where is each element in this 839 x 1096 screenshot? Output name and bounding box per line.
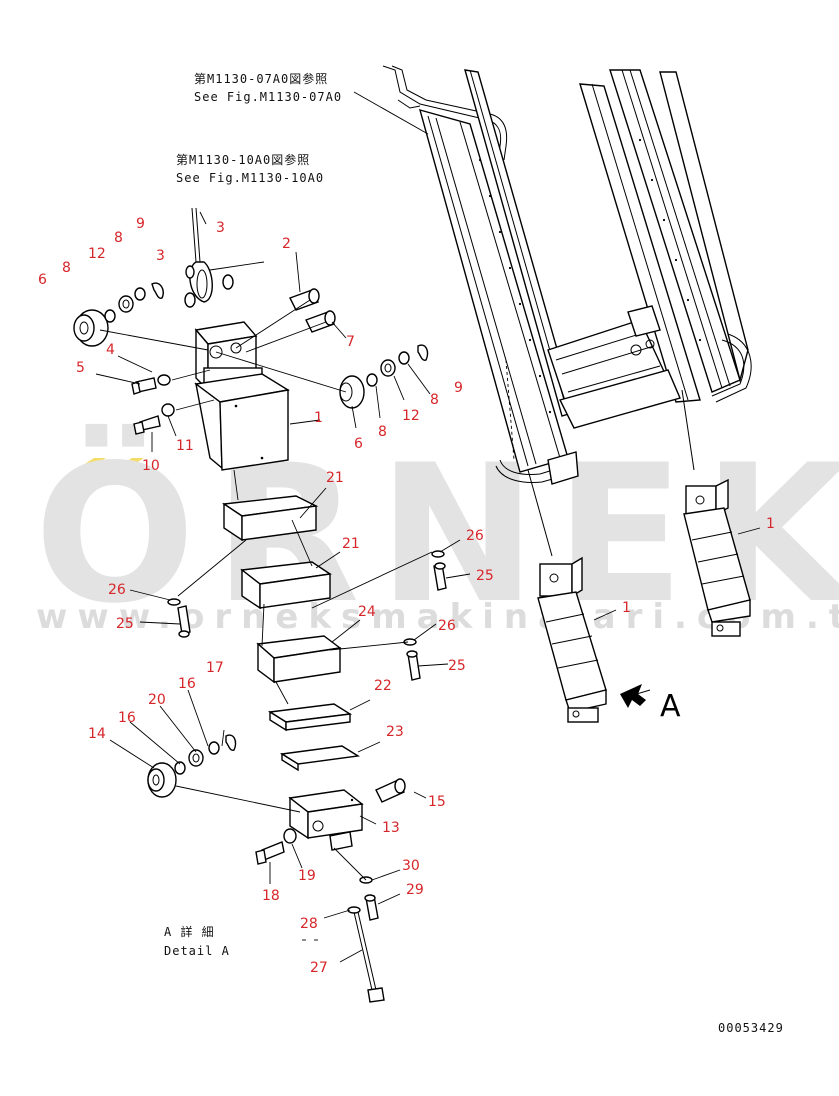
pulley-6-left: [73, 309, 109, 347]
callout-8: 8: [430, 392, 439, 408]
callout-21: 21: [326, 470, 344, 486]
callout-10: 10: [142, 458, 160, 474]
callout-numbers: 6 8 12 8 9 3 3 2 7 4 5 9 8 12 8 6 1 11 1…: [38, 216, 775, 976]
callout-25: 25: [476, 568, 494, 584]
callout-20: 20: [148, 692, 166, 708]
callout-12: 12: [88, 246, 106, 262]
callout-23: 23: [386, 724, 404, 740]
drawing-number: 00053429: [718, 1021, 784, 1035]
callout-14: 14: [88, 726, 106, 742]
callout-16: 16: [178, 676, 196, 692]
callout-21: 21: [342, 536, 360, 552]
callout-28: 28: [300, 916, 318, 932]
bracket-13: [288, 789, 364, 851]
watermark-accent-right: [110, 458, 144, 472]
callout-29: 29: [406, 882, 424, 898]
plate-22: [267, 703, 353, 732]
view-arrow-a: [620, 684, 651, 708]
callout-3: 3: [156, 248, 165, 264]
callout-12: 12: [402, 408, 420, 424]
callout-25: 25: [116, 616, 134, 632]
callout-9: 9: [454, 380, 463, 396]
plate-23: [279, 745, 361, 772]
callout-25: 25: [448, 658, 466, 674]
callout-22: 22: [374, 678, 392, 694]
counterweight-middle: [537, 556, 651, 723]
callout-26: 26: [438, 618, 456, 634]
spacer-21-top: [222, 495, 319, 542]
detail-en: Detail A: [164, 944, 230, 958]
callout-30: 30: [402, 858, 420, 874]
callout-16: 16: [118, 710, 136, 726]
exploded-parts: [73, 207, 447, 1003]
ref1-jp: 第M1130-07A0図参照: [194, 71, 328, 86]
callout-2: 2: [282, 236, 291, 252]
callout-6: 6: [354, 436, 363, 452]
callout-1: 1: [622, 600, 631, 616]
reference-notes: 第M1130-07A0図参照 See Fig.M1130-07A0 第M1130…: [164, 71, 784, 1035]
upper-block-1: [194, 321, 290, 471]
watermark-accent-left: [72, 458, 106, 472]
rail-hole-dots: [478, 138, 702, 414]
callout-1: 1: [766, 516, 775, 532]
ref2-en: See Fig.M1130-10A0: [176, 171, 324, 185]
leader-lines: [95, 91, 761, 963]
detail-jp: A 詳 細: [164, 924, 215, 939]
callout-6: 6: [38, 272, 47, 288]
callout-8: 8: [114, 230, 123, 246]
callout-1: 1: [314, 410, 323, 426]
callout-3: 3: [216, 220, 225, 236]
callout-8: 8: [62, 260, 71, 276]
callout-9: 9: [136, 216, 145, 232]
callout-17: 17: [206, 660, 224, 676]
callout-13: 13: [382, 820, 400, 836]
counterweight-right: [683, 478, 751, 637]
callout-27: 27: [310, 960, 328, 976]
callout-24: 24: [358, 604, 376, 620]
callout-26: 26: [466, 528, 484, 544]
ref1-en: See Fig.M1130-07A0: [194, 90, 342, 104]
callout-19: 19: [298, 868, 316, 884]
callout-26: 26: [108, 582, 126, 598]
callout-5: 5: [76, 360, 85, 376]
callout-8: 8: [378, 424, 387, 440]
machine-frame: [382, 65, 752, 557]
callout-15: 15: [428, 794, 446, 810]
callout-4: 4: [106, 342, 115, 358]
spacer-21-bottom: [240, 561, 332, 610]
callout-7: 7: [346, 334, 355, 350]
spacer-24: [256, 635, 342, 684]
view-label: A: [660, 689, 681, 724]
callout-11: 11: [176, 438, 194, 454]
callout-18: 18: [262, 888, 280, 904]
ref2-jp: 第M1130-10A0図参照: [176, 152, 310, 167]
